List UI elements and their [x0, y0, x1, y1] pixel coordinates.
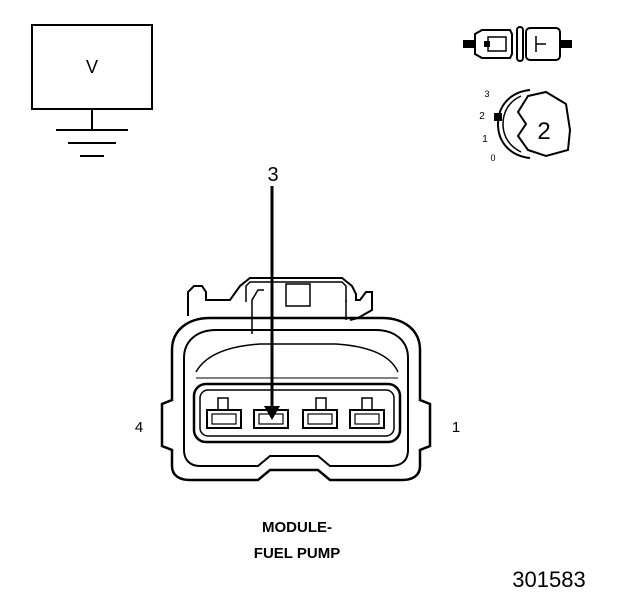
connector-lock-tab	[187, 277, 373, 321]
terminal-1	[349, 397, 385, 429]
voltmeter-label: V	[86, 57, 98, 77]
figure-id: 301583	[512, 567, 585, 592]
terminal-2	[302, 397, 338, 429]
disconnect-connector-icon	[463, 26, 572, 62]
voltmeter-symbol: V	[31, 24, 153, 157]
pin-4-label: 4	[135, 419, 143, 436]
connector-caption-line1: MODULE-	[262, 519, 332, 536]
switch-position-2: 2	[479, 111, 485, 122]
terminal-4	[206, 397, 242, 429]
ground-icon	[56, 109, 128, 157]
switch-position-1: 1	[482, 134, 488, 145]
pin-1-label: 1	[452, 419, 460, 436]
connector-housing-inner	[183, 329, 409, 467]
pin-callout: 3	[264, 164, 280, 420]
connector-caption-line2: FUEL PUMP	[254, 545, 340, 562]
terminal-3	[253, 409, 289, 429]
callout-arrow-head	[264, 406, 280, 420]
terminal-cavity	[192, 382, 402, 444]
switch-position-3: 3	[484, 89, 489, 99]
connector-face	[160, 277, 432, 482]
callout-label: 3	[267, 164, 278, 186]
connector-housing	[160, 316, 432, 482]
rotary-switch-icon: 3 2 1 0 2	[479, 89, 572, 163]
switch-position-0: 0	[490, 153, 495, 163]
switch-selected-label: 2	[537, 118, 550, 145]
